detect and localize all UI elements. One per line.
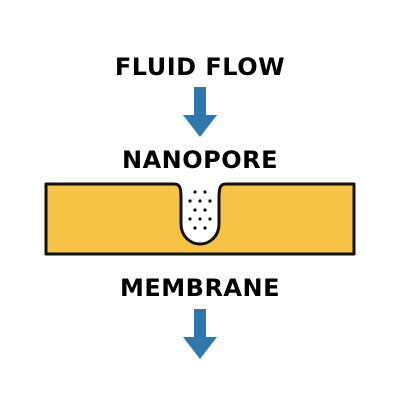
pore-particles	[188, 190, 212, 230]
membrane-body	[44, 182, 356, 256]
membrane-diagram	[44, 182, 356, 256]
down-arrow-icon	[183, 87, 217, 137]
nanopore-label: NANOPORE	[121, 146, 278, 174]
fluid-flow-label: FLUID FLOW	[114, 53, 286, 81]
membrane-label: MEMBRANE	[120, 274, 280, 302]
down-arrow-icon	[183, 309, 217, 359]
